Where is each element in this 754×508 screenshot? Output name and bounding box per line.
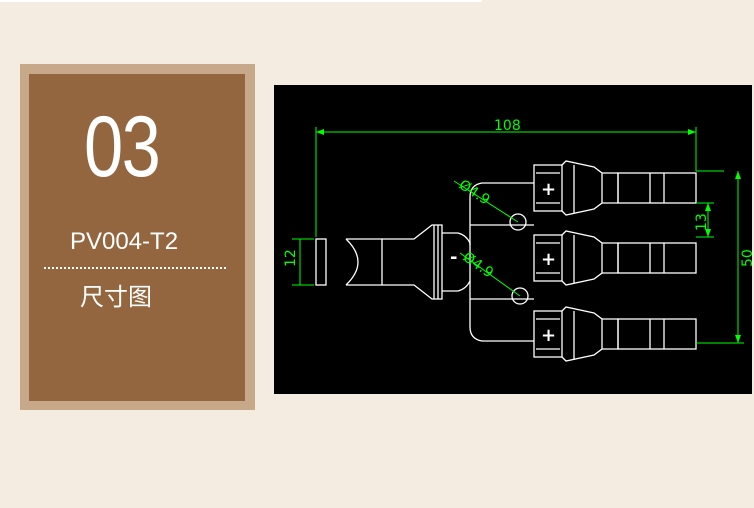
model-number: PV004-T2 <box>70 228 179 255</box>
dim-overall-width: 50 <box>740 249 752 267</box>
section-title: 尺寸图 <box>80 283 152 311</box>
dim-hole-2: Ø4.9 <box>460 249 496 281</box>
dimension-lines <box>292 127 744 344</box>
dim-left-diameter: 12 <box>283 249 299 267</box>
section-number: 03 <box>84 99 161 195</box>
minus-mark: - <box>450 247 457 268</box>
plus-mark-2: + <box>541 249 556 270</box>
plus-mark-1: + <box>541 179 556 200</box>
connector-outline <box>315 160 697 362</box>
dim-hole-1: Ø4.9 <box>456 177 493 209</box>
plus-mark-3: + <box>541 325 556 346</box>
connector-drawing: 108 50 13 12 Ø4.9 Ø4.9 + + + - <box>283 118 752 362</box>
dim-spacing: 13 <box>694 213 710 231</box>
dimension-drawing: 108 50 13 12 Ø4.9 Ø4.9 + + + - <box>274 85 752 394</box>
section-badge <box>29 74 245 401</box>
top-divider <box>0 0 482 2</box>
dimension-arrows <box>316 129 741 343</box>
dotted-divider <box>44 267 226 269</box>
dim-overall-length: 108 <box>494 118 521 134</box>
